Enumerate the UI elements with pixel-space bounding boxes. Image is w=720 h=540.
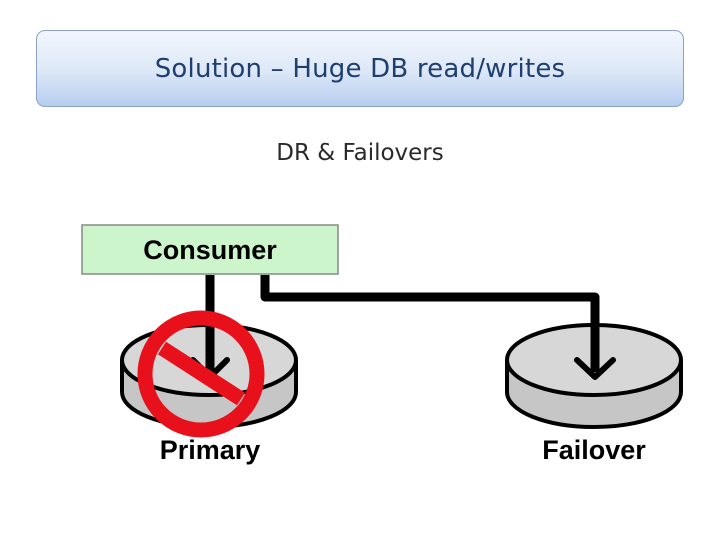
slide-title-bar: Solution – Huge DB read/writes — [36, 30, 684, 107]
arrow-to-failover — [260, 275, 616, 380]
failover-label: Failover — [542, 435, 646, 465]
primary-label: Primary — [160, 435, 261, 465]
slide-title: Solution – Huge DB read/writes — [154, 53, 566, 84]
consumer-box — [81, 224, 339, 275]
slide-subtitle: DR & Failovers — [276, 140, 444, 166]
consumer-node: Consumer — [81, 224, 339, 275]
prohibited-icon — [137, 310, 265, 438]
consumer-label: Consumer — [143, 235, 277, 265]
